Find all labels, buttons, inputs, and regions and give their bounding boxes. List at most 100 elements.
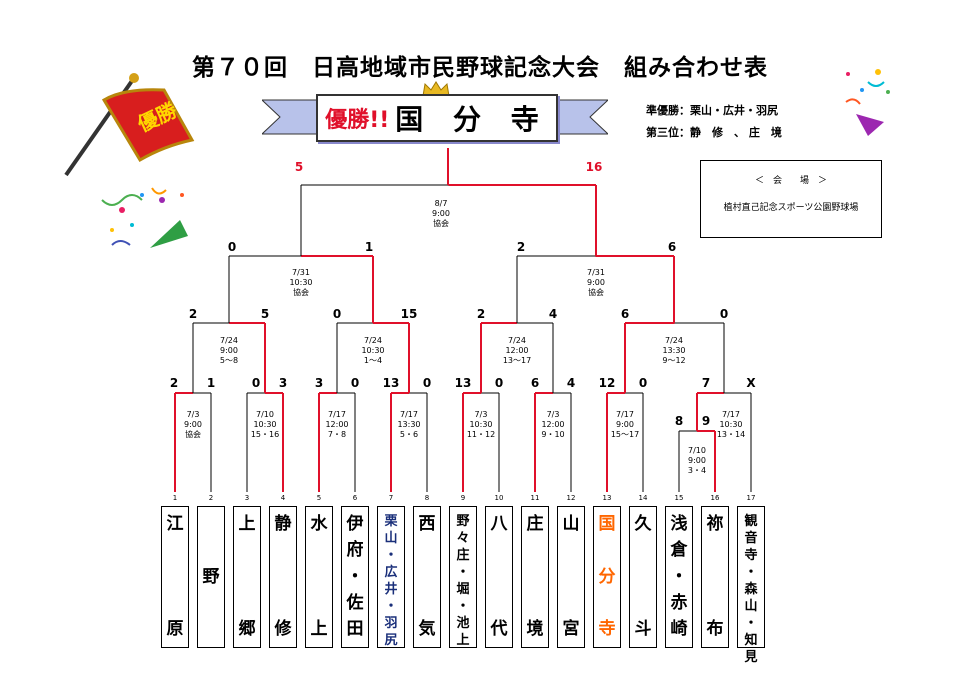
team-number: 10 [494, 494, 504, 502]
team-number: 11 [530, 494, 540, 502]
team-name-char: 府 [346, 540, 364, 561]
team-name-char: 倉 [670, 540, 688, 561]
team-number: 12 [566, 494, 576, 502]
team-name-char [208, 515, 214, 534]
page-title: 第７０回 日高地域市民野球記念大会 組み合わせ表 [192, 55, 768, 81]
team-name-char: 山 [384, 531, 398, 546]
team-box: 久 斗 [629, 506, 657, 648]
team-box: 八 代 [485, 506, 513, 648]
team-name-char [316, 568, 322, 587]
team-name-char: 広 [384, 565, 398, 580]
team-box: 浅倉・赤崎 [665, 506, 693, 648]
team-name-char: 田 [346, 619, 364, 639]
team-name-char: 境 [526, 619, 544, 639]
score-r8_r: X [746, 376, 756, 390]
team-number: 5 [316, 494, 322, 502]
team-name-char: 布 [706, 619, 724, 639]
team-name-char: 江 [166, 514, 184, 534]
score-r1_l: 2 [169, 376, 179, 390]
team-box: 静 修 [269, 506, 297, 648]
team-name-char [532, 568, 538, 587]
score-r5_l: 13 [454, 376, 472, 390]
team-box: 祢 布 [701, 506, 729, 648]
score-qf3_l: 2 [476, 307, 486, 321]
team-name-char: 斗 [634, 619, 652, 639]
team-name-char: 寺 [598, 619, 616, 639]
yusho-label: 優勝!! [325, 108, 390, 133]
team-name-char: 原 [166, 619, 184, 639]
team-name-char: 静 [274, 514, 292, 534]
victory-flag-image: 優勝 [64, 73, 195, 177]
schedule-r5: 7/3 10:30 11・12 [466, 410, 496, 439]
team-number: 13 [602, 494, 612, 502]
score-r2_l: 0 [251, 376, 261, 390]
schedule-r4: 7/17 13:30 5・6 [397, 410, 421, 439]
team-box: 観音寺・森山・知見 [737, 506, 765, 665]
party-horn-icon [845, 69, 890, 136]
team-name-char: 野 [456, 514, 470, 529]
schedule-r7: 7/17 9:00 15～17 [610, 410, 640, 439]
team-name-char: ・ [384, 599, 398, 614]
team-name-char: ・ [346, 566, 364, 587]
score-r7_r: 0 [638, 376, 648, 390]
team-name-char: 代 [490, 619, 508, 639]
team-name-char: 崎 [670, 619, 688, 639]
third-place-text: 第三位：静 修 、 庄 境 [646, 126, 782, 139]
team-name-char: 祢 [706, 514, 724, 534]
team-number: 8 [424, 494, 430, 502]
team-name-char: ・ [744, 565, 758, 580]
team-name-char [424, 568, 430, 587]
team-name-char: 八 [490, 514, 508, 534]
team-name-char: 水 [310, 514, 328, 534]
team-name-char: ・ [670, 566, 688, 587]
team-name-char: 気 [418, 619, 436, 639]
score-r5_r: 0 [494, 376, 504, 390]
score-qf4_r: 0 [719, 307, 729, 321]
team-name-char: 森 [744, 582, 758, 597]
team-name-char: 国 [598, 514, 616, 534]
team-number: 2 [208, 494, 214, 502]
team-name-char: ・ [384, 548, 398, 563]
party-popper-icon [101, 187, 188, 248]
team-name-char: 寺 [744, 548, 758, 563]
champion-name: 国 分 寺 [395, 103, 549, 136]
team-name-char [568, 568, 574, 587]
score-r4_l: 13 [382, 376, 400, 390]
team-name-char: 山 [744, 599, 758, 614]
team-name-char: 西 [418, 514, 436, 534]
score-r4_r: 0 [422, 376, 432, 390]
team-name-char: 観 [744, 514, 758, 529]
team-name-char: 分 [598, 566, 616, 587]
score-r1_r: 1 [206, 376, 216, 390]
team-box: 栗山・広井・羽尻 [377, 506, 405, 648]
team-name-char [712, 568, 718, 587]
team-name-char: 上 [310, 619, 328, 639]
score-qf3_r: 4 [548, 307, 558, 321]
score-r3_l: 3 [314, 376, 324, 390]
team-number: 14 [638, 494, 648, 502]
score-final_r: 16 [585, 160, 603, 174]
score-qf2_r: 15 [400, 307, 418, 321]
team-box: 水 上 [305, 506, 333, 648]
team-name-char: 栗 [384, 514, 398, 529]
score-qf4_l: 6 [620, 307, 630, 321]
schedule-qf3: 7/24 12:00 13～17 [502, 336, 532, 365]
schedule-r1: 7/3 9:00 協会 [184, 410, 202, 439]
ribbon-shape [262, 99, 608, 135]
schedule-qf1: 7/24 9:00 5～8 [219, 336, 239, 365]
team-name-char [208, 620, 214, 639]
team-number: 1 [172, 494, 178, 502]
team-name-char: 浅 [670, 514, 688, 534]
score-r9_l: 8 [674, 414, 684, 428]
score-r6_l: 6 [530, 376, 540, 390]
team-name-char: 庄 [526, 514, 544, 534]
team-name-char: 赤 [670, 592, 688, 613]
score-qf1_r: 5 [260, 307, 270, 321]
champion-banner: 優勝!! 国 分 寺 [262, 81, 608, 156]
runner-up-text: 準優勝：栗山・広井・羽尻 [646, 104, 778, 117]
team-name-char: 知 [744, 633, 758, 648]
team-box: 野 [197, 506, 225, 648]
team-name-char: 音 [744, 531, 758, 546]
schedule-r2: 7/10 10:30 15・16 [250, 410, 280, 439]
score-semi2_l: 2 [516, 240, 526, 254]
